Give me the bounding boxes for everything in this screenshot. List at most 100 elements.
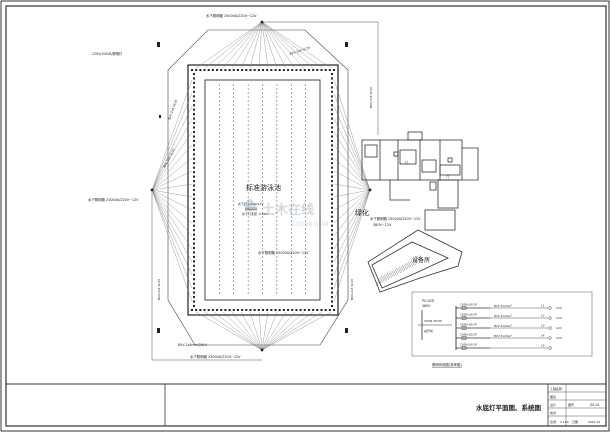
wiring-line (333, 92, 371, 191)
underwater-light (193, 260, 195, 263)
underwater-light (331, 229, 333, 232)
underwater-light (193, 278, 195, 281)
underwater-light (193, 108, 195, 111)
circuit-load-symbol (548, 346, 552, 350)
underwater-light (270, 309, 273, 311)
corner-light-poles (157, 42, 348, 333)
greening-label: 绿化 (355, 208, 369, 217)
panel-label-b: 380V (422, 304, 431, 308)
system-caption: 照明系统图(参考图) (432, 362, 462, 367)
junction-bottom (260, 348, 264, 352)
title-right-2: 比例 (550, 419, 556, 424)
underwater-light-row-bottom (191, 309, 335, 311)
equipment-hatch-line (411, 256, 419, 267)
wiring-line (333, 189, 371, 276)
room-door-a: 门 (405, 160, 408, 165)
circuit-cable-label: BVV 3x4mm² (494, 324, 512, 328)
circuit-cable-label: BVV 3x4mm² (494, 304, 512, 308)
underwater-light (278, 69, 281, 71)
underwater-light (331, 135, 333, 138)
underwater-light (331, 139, 333, 142)
title-value-2: 1:100 (560, 420, 569, 424)
wiring-line (222, 21, 263, 69)
panel-breaker: C65N-25/3P (424, 319, 442, 323)
circuit-load-label: L2 (541, 314, 545, 318)
wiring-line (333, 189, 371, 263)
equipment-hatch-line (414, 255, 422, 266)
underwater-light (331, 157, 333, 160)
circuit-breaker-label: C65N-16/1P (460, 303, 477, 307)
circuit-voltage-label: 12V (556, 326, 563, 330)
underwater-light (331, 247, 333, 249)
wiring-line (151, 189, 193, 224)
underwater-light (193, 247, 195, 249)
watermark-cn: 土木在线 (262, 202, 314, 218)
wiring-line (151, 189, 193, 302)
wiring-line (213, 21, 263, 69)
underwater-light (193, 77, 195, 80)
wiring-line (333, 189, 371, 289)
underwater-light (331, 148, 333, 151)
underwater-light (193, 117, 195, 120)
wiring-line (240, 21, 263, 69)
wiring-line (261, 311, 305, 351)
underwater-light (207, 309, 210, 311)
transformer-bottom: 水下照明箱 2300VA/220V~12V (190, 354, 241, 359)
building-floor-plan (361, 131, 479, 231)
underwater-light (331, 162, 333, 165)
underwater-light (193, 139, 195, 142)
underwater-light (249, 69, 252, 71)
underwater-light (328, 69, 331, 71)
circuit-cable-label: BVV 3x4mm² (494, 334, 512, 338)
cable-left-bottom: BVV-2x4 SC25 (157, 279, 161, 300)
wiring-line (249, 311, 263, 351)
underwater-light (303, 309, 306, 311)
transformer-right-a: 水下照明箱 2500VA/220V~12V (370, 216, 421, 221)
underwater-light (193, 233, 195, 236)
underwater-light (253, 69, 256, 71)
wiring-line (151, 189, 193, 211)
underwater-light (193, 296, 195, 299)
underwater-light (211, 69, 214, 71)
wiring-line (204, 21, 263, 69)
underwater-light (193, 211, 195, 214)
underwater-light (331, 95, 333, 98)
wiring-line (222, 311, 263, 351)
circuit-breaker-label: C65N-16/1P (460, 343, 477, 347)
watermark-en: CO188.COM (292, 221, 328, 228)
underwater-light (257, 309, 260, 311)
underwater-light (193, 193, 195, 196)
underwater-light (331, 122, 333, 125)
underwater-light (207, 69, 210, 71)
underwater-light (193, 202, 195, 205)
underwater-light (253, 309, 256, 311)
wiring-line (333, 189, 371, 302)
underwater-light (331, 73, 333, 75)
underwater-light (193, 251, 195, 254)
title-value-1: DS-01 (590, 403, 600, 407)
equipment-hatch-line (393, 266, 401, 277)
underwater-light (199, 69, 202, 71)
circuit-breaker-symbol (461, 346, 467, 350)
underwater-light (307, 309, 310, 311)
underwater-light (307, 69, 310, 71)
wiring-line (333, 189, 371, 211)
underwater-light (295, 69, 298, 71)
wiring-line (151, 144, 193, 191)
circuit-breaker-symbol (461, 326, 467, 330)
underwater-light (331, 171, 333, 174)
wiring-line (151, 189, 193, 276)
title-text: 水底灯平面图、系统图 (476, 403, 542, 412)
underwater-light (220, 69, 223, 71)
underwater-light (211, 309, 214, 311)
equipment-hatch-line (396, 264, 404, 275)
underwater-light (331, 144, 333, 147)
feeder-left (151, 190, 262, 361)
underwater-light (193, 144, 195, 147)
underwater-light (331, 202, 333, 205)
underwater-light (193, 153, 195, 156)
circuit-load-symbol (548, 316, 552, 320)
